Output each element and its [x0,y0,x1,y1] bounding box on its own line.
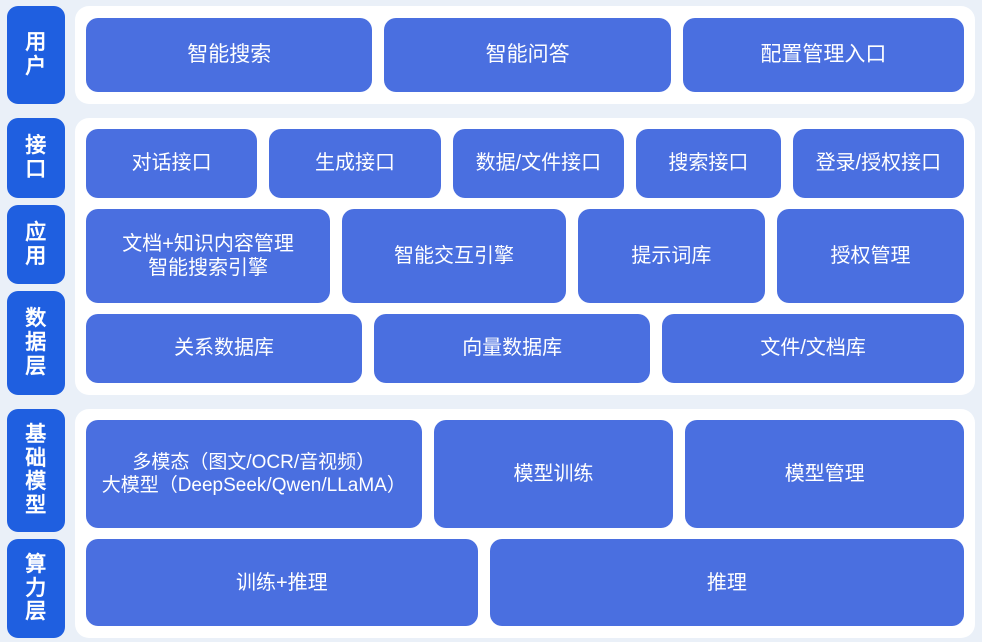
interface-row: 对话接口 生成接口 数据/文件接口 搜索接口 登录/授权接口 [86,129,965,199]
node-data-file-interface[interactable]: 数据/文件接口 [452,129,625,199]
node-data-file-interface-label: 数据/文件接口 [475,152,602,175]
application-row: 文档+知识内容管理 智能搜索引擎 智能交互引擎 提示词库 授权管理 [86,209,964,303]
compute-row: 训练+推理 推理 [86,539,964,627]
node-relational-database-label: 关系数据库 [174,337,275,360]
node-file-document-store[interactable]: 文件/文档库 [662,313,964,383]
node-model-management[interactable]: 模型管理 [685,420,964,529]
band-middle: 接 口 应 用 数 据 层 对话接口 生成接口 [7,118,975,395]
user-row: 智能搜索 智能问答 配置管理入口 [86,18,964,92]
model-row: 多模态（图文/OCR/音视频） 大模型（DeepSeek/Qwen/LLaMA）… [86,420,964,529]
side-tab-interface[interactable]: 接 口 [7,118,65,198]
node-intelligent-qa-label: 智能问答 [485,43,570,67]
node-interaction-engine[interactable]: 智能交互引擎 [342,209,566,303]
node-login-auth-interface[interactable]: 登录/授权接口 [792,129,965,199]
node-interaction-engine-label: 智能交互引擎 [394,244,514,267]
side-tab-compute-layer-char-2: 力 [25,576,47,600]
side-tab-foundation-model[interactable]: 基 础 模 型 [7,409,65,532]
node-generation-interface-label: 生成接口 [315,152,396,175]
side-tab-compute-layer-char-1: 算 [25,552,47,576]
node-vector-database[interactable]: 向量数据库 [374,313,651,383]
node-inference-label: 推理 [706,571,747,594]
node-vector-database-label: 向量数据库 [462,337,563,360]
node-multimodal-large-model-line-2: 大模型（DeepSeek/Qwen/LLaMA） [101,475,406,497]
node-training-and-inference-label: 训练+推理 [236,571,328,594]
node-multimodal-large-model[interactable]: 多模态（图文/OCR/音视频） 大模型（DeepSeek/Qwen/LLaMA） [86,420,422,529]
node-doc-knowledge-management-line-1: 文档+知识内容管理 [122,232,294,255]
node-prompt-library-label: 提示词库 [631,244,712,267]
node-dialog-interface-label: 对话接口 [131,152,212,175]
node-authorization-management-label: 授权管理 [830,244,911,267]
node-inference[interactable]: 推理 [489,539,964,627]
node-doc-knowledge-management[interactable]: 文档+知识内容管理 智能搜索引擎 [86,209,331,303]
node-search-interface-label: 搜索接口 [668,152,749,175]
side-tab-data-layer-char-2: 据 [25,331,47,355]
node-generation-interface[interactable]: 生成接口 [269,129,441,199]
side-tab-data-layer[interactable]: 数 据 层 [7,291,65,395]
side-tab-foundation-model-char-1: 基 [25,422,47,446]
node-model-training[interactable]: 模型训练 [433,420,674,529]
node-intelligent-search-label: 智能搜索 [187,43,272,67]
middle-panel: 对话接口 生成接口 数据/文件接口 搜索接口 登录/授权接口 文档+知识内容管理 [75,118,975,395]
side-tab-data-layer-char-3: 层 [25,355,47,379]
band-user-tabs: 用 户 [7,6,65,104]
side-tab-foundation-model-char-4: 型 [25,494,47,518]
side-tab-compute-layer[interactable]: 算 力 层 [7,538,65,638]
side-tab-application[interactable]: 应 用 [7,204,65,285]
side-tab-user-char-1: 用 [25,31,47,55]
base-panel: 多模态（图文/OCR/音视频） 大模型（DeepSeek/Qwen/LLaMA）… [75,409,975,638]
data-row: 关系数据库 向量数据库 文件/文档库 [86,313,964,383]
node-intelligent-search[interactable]: 智能搜索 [86,18,373,92]
node-config-management-entry[interactable]: 配置管理入口 [682,18,964,92]
side-tab-user[interactable]: 用 户 [7,6,65,104]
node-file-document-store-label: 文件/文档库 [760,337,866,360]
node-model-training-label: 模型训练 [513,463,594,486]
side-tab-foundation-model-char-2: 础 [25,446,47,470]
side-tab-interface-char-2: 口 [25,157,47,181]
band-user: 用 户 智能搜索 智能问答 配置管理入口 [7,6,975,104]
node-prompt-library[interactable]: 提示词库 [577,209,765,303]
side-tab-application-char-1: 应 [25,220,47,244]
band-base-tabs: 基 础 模 型 算 力 层 [7,409,65,638]
node-login-auth-interface-label: 登录/授权接口 [815,152,942,175]
node-doc-knowledge-management-line-2: 智能搜索引擎 [148,257,269,279]
node-search-interface[interactable]: 搜索接口 [636,129,781,199]
node-config-management-entry-label: 配置管理入口 [760,43,887,67]
side-tab-user-char-2: 户 [25,55,47,78]
side-tab-application-char-2: 用 [25,244,47,268]
user-panel: 智能搜索 智能问答 配置管理入口 [75,6,975,104]
node-training-and-inference[interactable]: 训练+推理 [86,539,478,627]
node-intelligent-qa[interactable]: 智能问答 [384,18,671,92]
band-base: 基 础 模 型 算 力 层 多模态（图文/OCR/音视频） 大模型（DeepSe… [7,409,975,638]
node-relational-database[interactable]: 关系数据库 [86,313,363,383]
node-model-management-label: 模型管理 [784,463,865,486]
side-tab-interface-char-1: 接 [25,133,47,157]
band-middle-tabs: 接 口 应 用 数 据 层 [7,118,65,395]
node-dialog-interface[interactable]: 对话接口 [86,129,258,199]
side-tab-data-layer-char-1: 数 [25,307,47,331]
node-authorization-management[interactable]: 授权管理 [776,209,964,303]
side-tab-foundation-model-char-3: 模 [25,470,47,494]
node-multimodal-large-model-line-1: 多模态（图文/OCR/音视频） [132,452,376,474]
side-tab-compute-layer-char-3: 层 [25,600,47,624]
